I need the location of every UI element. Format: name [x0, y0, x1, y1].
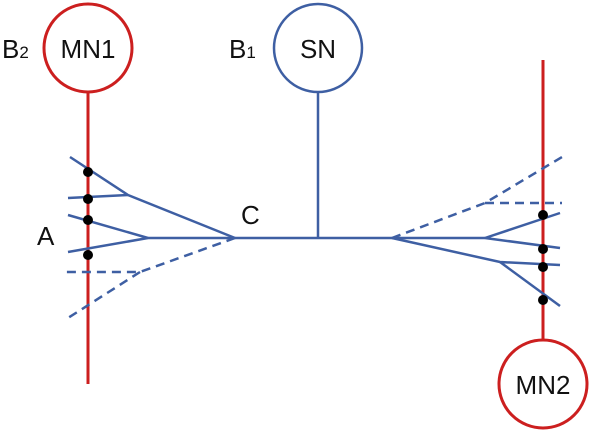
sn-left-dashed-diagonal [67, 270, 141, 320]
synapse-dot [538, 210, 548, 220]
synapse-dot [538, 295, 548, 305]
motor-neuron-mn2: MN2 [497, 60, 589, 430]
label-b2-letter: B [2, 34, 19, 64]
synapse-dot [538, 262, 548, 272]
sn-right-branch-mid [484, 236, 561, 250]
sn-left-dashed-horizontal [62, 236, 236, 274]
label-b1-letter: B [229, 34, 246, 64]
label-b1-subscript: 1 [246, 43, 255, 62]
label-c: C [241, 200, 260, 230]
sn-label: SN [300, 34, 336, 64]
synapse-dots-mn2 [538, 210, 548, 305]
label-a: A [37, 221, 55, 251]
sn-left-branch-mid [67, 213, 149, 240]
sn-right-dashed-top [391, 155, 563, 240]
mn1-soma [42, 2, 134, 94]
mn2-soma [497, 338, 589, 430]
synapse-dot [83, 167, 93, 177]
sn-right-branches [391, 211, 561, 308]
sn-right-branch-lower [391, 236, 561, 267]
sn-left-dashed-branches [62, 236, 236, 320]
label-b1: B1 [229, 34, 256, 64]
synapse-dots-mn1 [83, 167, 93, 260]
label-b2-subscript: 2 [19, 43, 28, 62]
sn-right-branch-bottom [499, 260, 561, 308]
synapse-dot [83, 194, 93, 204]
label-b2: B2 [2, 34, 29, 64]
synapse-dot [538, 244, 548, 254]
sn-left-branch-low [67, 236, 149, 254]
mn1-label: MN1 [61, 34, 116, 64]
synapse-dot [83, 215, 93, 225]
sn-right-branch-upper [484, 211, 561, 240]
sn-left-branch-upper [67, 193, 129, 200]
mn2-label: MN2 [516, 370, 571, 400]
sensory-neuron-sn: SN [62, 2, 563, 320]
motor-neuron-mn1: MN1 [42, 2, 134, 384]
sn-right-dashed-branches [391, 155, 563, 240]
synapse-dot [83, 250, 93, 260]
